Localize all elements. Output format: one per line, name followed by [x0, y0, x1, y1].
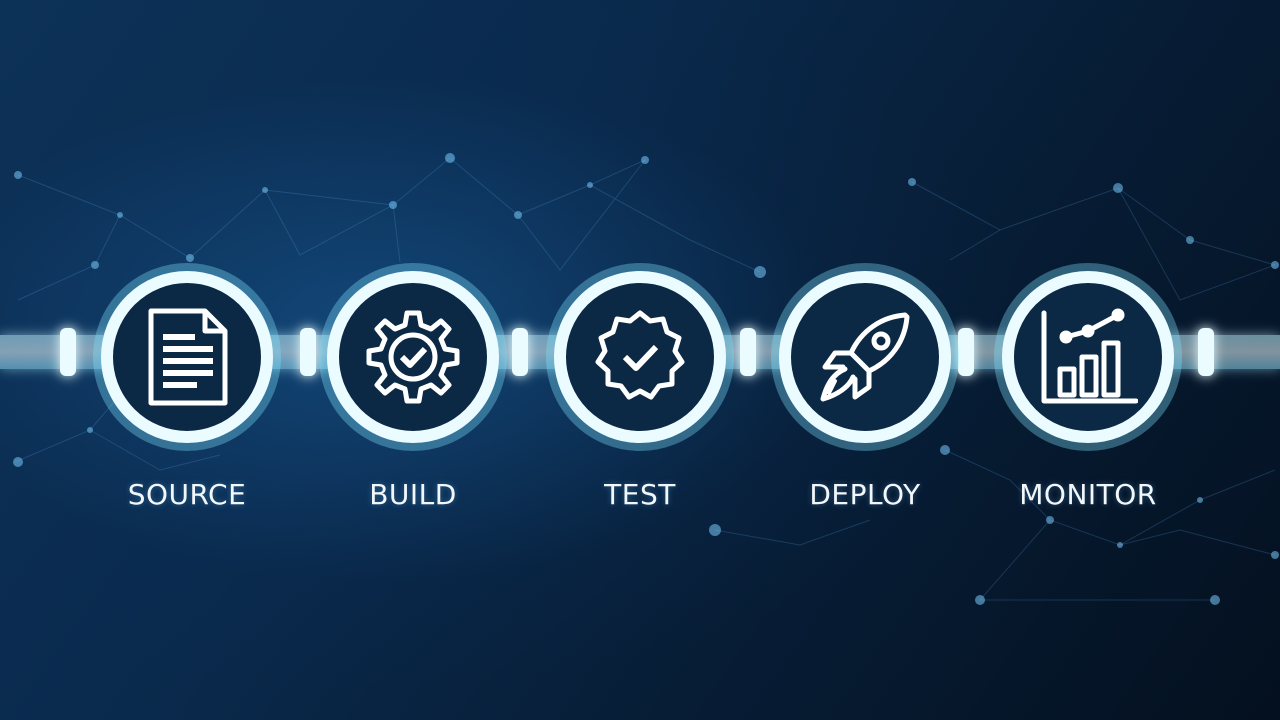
stage-label-deploy: DEPLOY — [809, 478, 921, 511]
badge-check-icon — [595, 310, 685, 400]
stage-label-monitor: MONITOR — [1019, 478, 1157, 511]
stage-test — [545, 262, 735, 452]
stage-label-source: SOURCE — [127, 478, 247, 511]
gear-check-icon — [366, 310, 460, 404]
stage-label-test: TEST — [604, 478, 676, 511]
stage-source — [92, 262, 282, 452]
bar-chart-icon — [1041, 308, 1138, 404]
document-icon — [148, 308, 228, 406]
stage-ring — [319, 263, 507, 451]
stage-monitor — [993, 262, 1183, 452]
rocket-icon — [820, 312, 910, 402]
stage-ring — [546, 263, 734, 451]
stage-label-build: BUILD — [369, 478, 457, 511]
stage-deploy — [770, 262, 960, 452]
stage-build — [318, 262, 508, 452]
